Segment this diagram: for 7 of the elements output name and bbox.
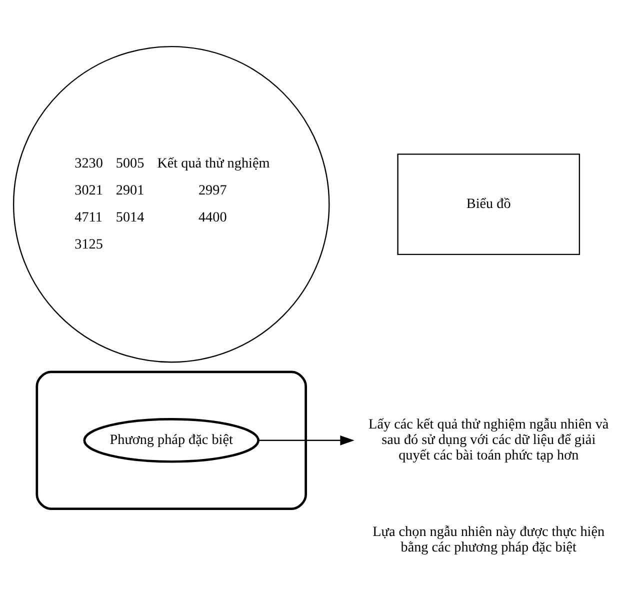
node-circle: 3230 5005 Kết quả thử nghiệm 3021 2901 2997 4711 5014 4400 3125 <box>12 46 330 363</box>
arrow <box>258 435 354 446</box>
label: Lựa chọn ngẫu nhiên này được thực hiện bằng các phương pháp đặc biệt <box>372 524 604 556</box>
node-ellipse: Phương pháp đặc biệt <box>82 418 259 463</box>
node-box: Biểu đồ <box>396 154 580 256</box>
cluster <box>35 370 306 510</box>
node-text: Lấy các kết quả thử nghiệm ngẫu nhiên và sau đó sử dụng với các dữ liệu để giải quyết các bài toán phức tạp hơn <box>368 416 608 464</box>
